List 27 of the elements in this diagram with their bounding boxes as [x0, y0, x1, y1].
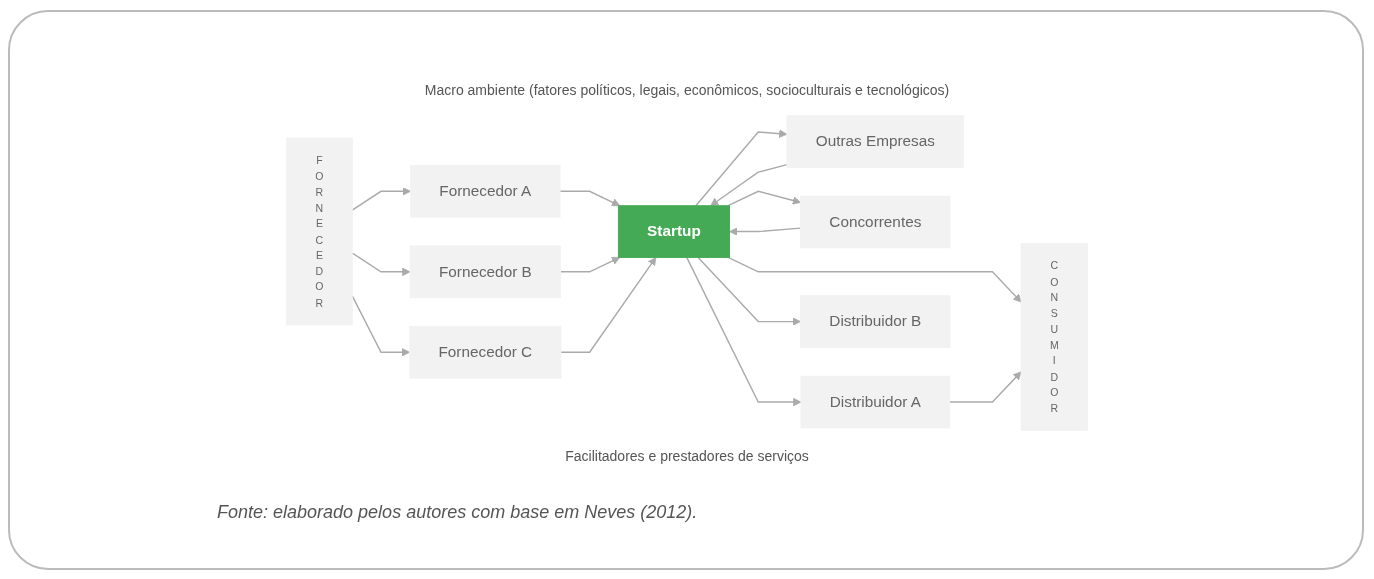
node-box: Outras Empresas [786, 115, 965, 168]
arrow [729, 227, 802, 236]
node-box: Startup [617, 205, 730, 258]
node-box: Fornecedor B [409, 245, 561, 299]
arrow [727, 256, 1022, 303]
arrow [710, 163, 788, 207]
node-box: Fornecedor A [410, 165, 561, 218]
arrow [559, 256, 621, 273]
arrow [695, 129, 788, 207]
arrow [727, 190, 801, 207]
arrow [559, 190, 621, 207]
arrow [560, 257, 657, 353]
node-box: Distribuidor A [800, 375, 951, 429]
arrow [697, 256, 801, 326]
arrow [351, 252, 411, 276]
note-text: Macro ambiente (fatores políticos, legais, econômicos, socioculturais e tecnológicos) [423, 82, 951, 98]
node-box: Distribuidor B [800, 295, 951, 348]
arrow [351, 187, 411, 211]
node-box: FORNECEDOR [286, 137, 353, 326]
node-box: CONSUMIDOR [1020, 243, 1088, 431]
arrow [948, 371, 1022, 403]
node-box: Concorrentes [800, 195, 951, 249]
note-text: Facilitadores e prestadores de serviços [564, 448, 810, 464]
node-box: Fornecedor C [409, 325, 562, 379]
caption: Fonte: elaborado pelos autores com base em Neves (2012). [217, 502, 698, 523]
arrow [686, 256, 802, 407]
arrow [351, 295, 411, 357]
